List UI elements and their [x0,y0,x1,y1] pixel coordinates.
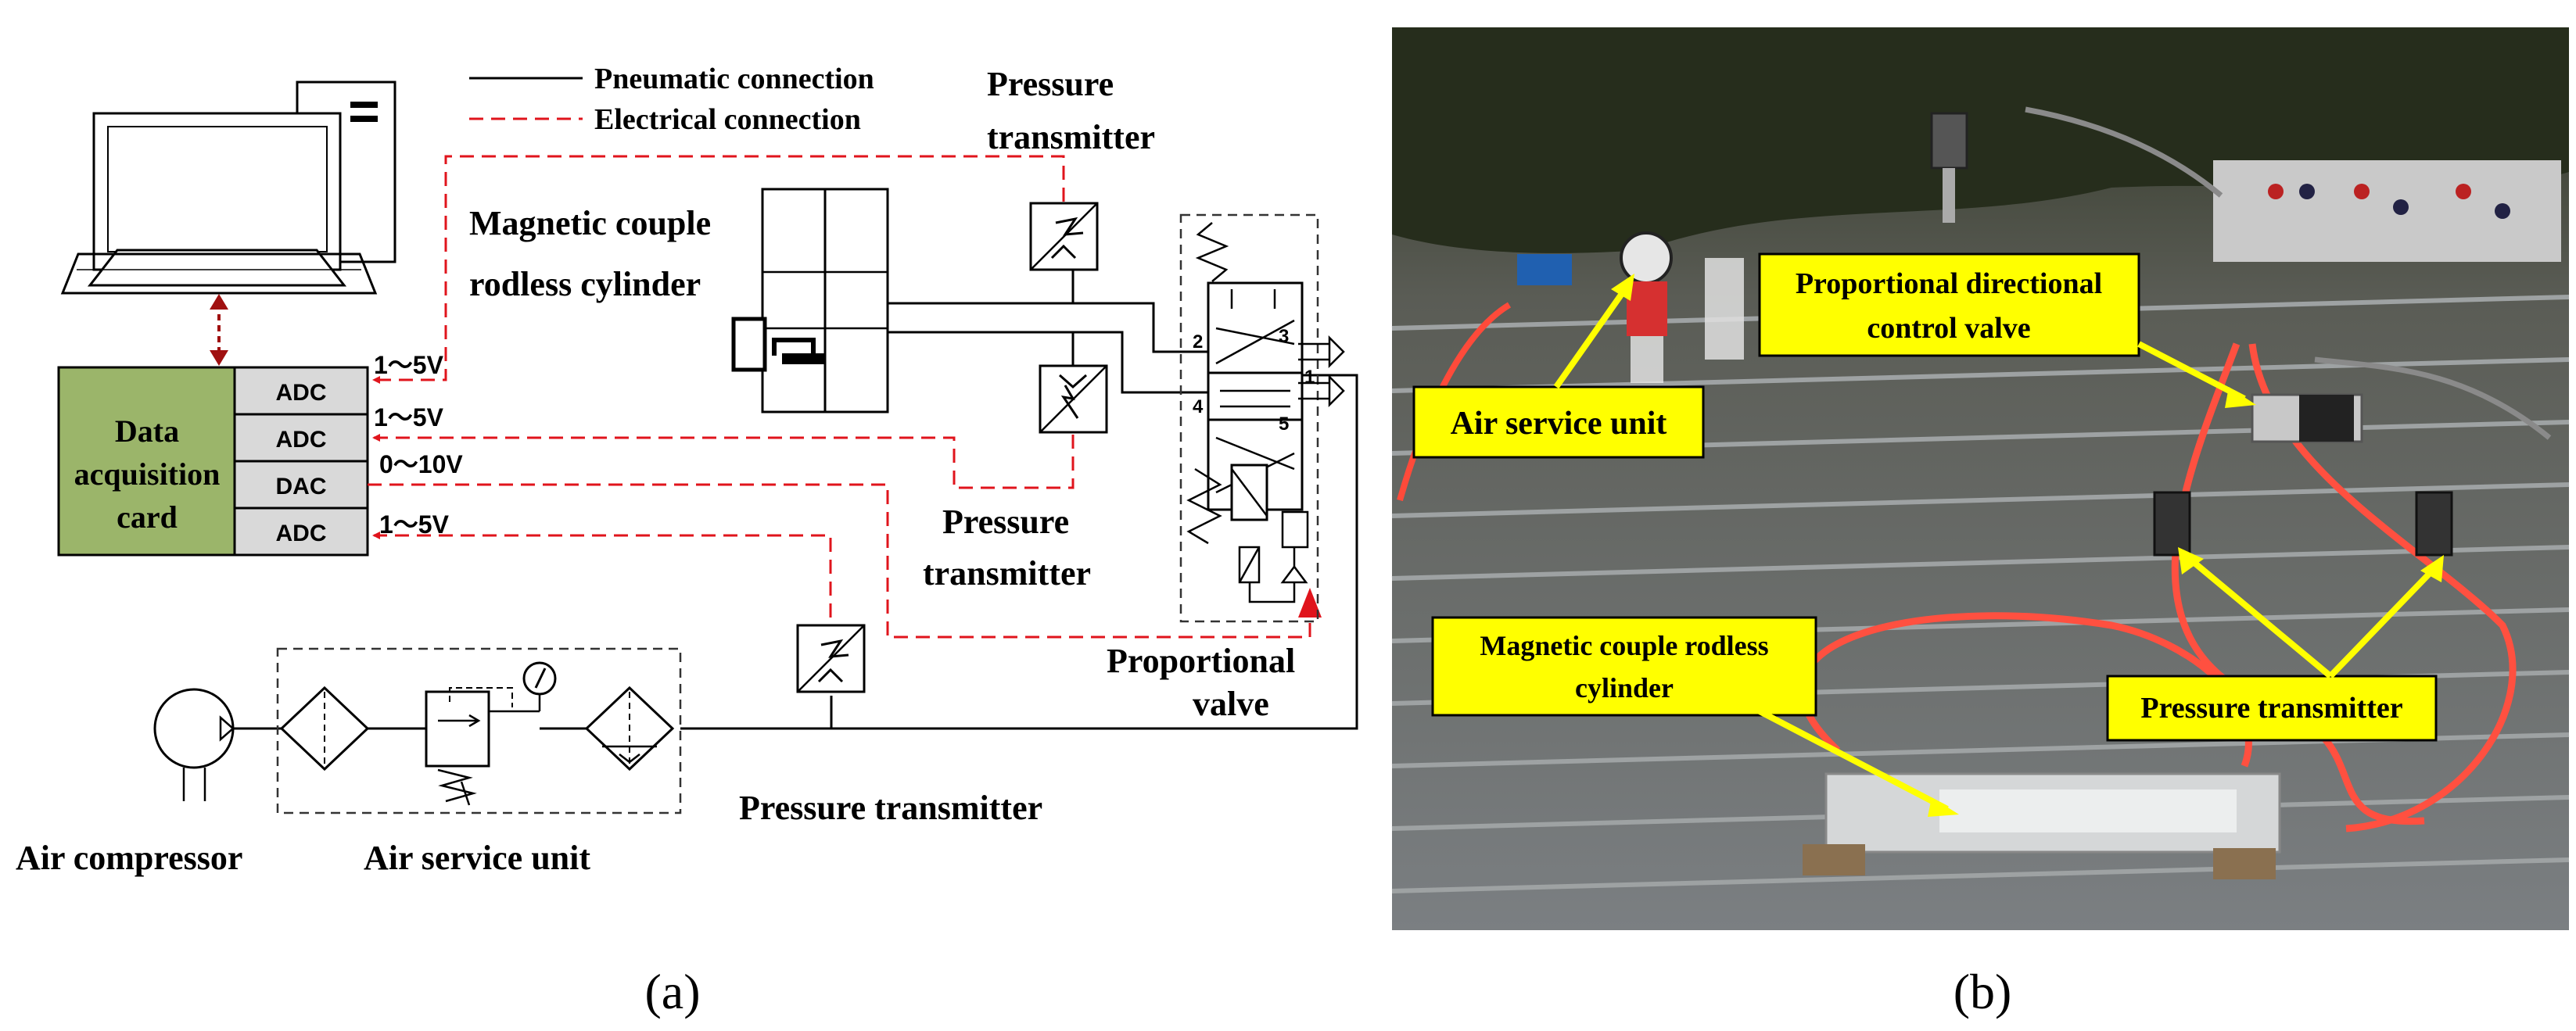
legend-electrical-label: Electrical connection [594,103,861,136]
panel-b: Air service unit Proportional directiona… [1391,27,2570,1019]
channel-box-3 [233,460,369,510]
callout-transmitter-label: Pressure transmitter [2140,692,2402,725]
signal-label-3: 0～10V [379,450,463,478]
elec-line-dac [368,483,1311,639]
compressor-icon [153,688,235,801]
valve-port-3: 3 [1279,326,1289,347]
legend: Pneumatic connection Electrical connecti… [469,63,874,136]
pressure-transmitter-icon [796,624,866,693]
signal-label-1: 1～5V [374,351,444,379]
card-body [57,366,236,557]
elec-line-pt-mid [372,391,1075,489]
callout-valve-label-line2: control valve [1867,312,2030,345]
photo-background [1391,27,2570,930]
pt-mid-label-line2: transmitter [923,554,1091,592]
channel-label-4: ADC [276,521,327,546]
callout-transmitter: Pressure transmitter [2106,547,2444,742]
service-unit-label: Air service unit [364,839,590,877]
pt-bottom-label: Pressure transmitter [739,789,1042,827]
legend-pneumatic-label: Pneumatic connection [594,63,874,95]
callout-cylinder: Magnetic couple rodless cylinder [1431,616,1959,817]
air-service-unit-symbol [276,647,682,814]
channel-label-1: ADC [276,380,327,406]
valve-icon [1179,213,1345,623]
elec-line-pt-top [372,155,1065,384]
valve-label-line2: valve [1193,685,1269,723]
gauge-icon [489,661,557,713]
valve-port-1: 1 [1304,367,1315,388]
compressor-label: Air compressor [16,839,242,877]
channel-box-4 [233,507,369,557]
pt-mid-label-line1: Pressure [942,503,1069,541]
data-acquisition-card: Data acquisition card ADC ADC DAC ADC [57,366,369,557]
cylinder-label-line1: Magnetic couple [469,204,711,242]
pressure-transmitter-icon [1039,364,1108,434]
cylinder-label-line2: rodless cylinder [469,265,701,303]
panel-a-caption: (a) [644,964,700,1019]
valve-signal-arrow [1298,588,1322,618]
valve-port-4: 4 [1193,396,1204,417]
valve-port-5: 5 [1279,413,1289,435]
regulator-icon [425,687,513,806]
pressure-transmitter-icon [1029,202,1099,271]
signal-label-4: 1～5V [379,510,450,539]
computer-card-link [210,294,228,366]
electrical-lines [368,155,1322,639]
callout-cylinder-label-line2: cylinder [1575,672,1674,703]
computer-icon [60,81,396,295]
channel-label-3: DAC [276,474,327,499]
pt-top-label-line1: Pressure [987,65,1114,103]
valve-label-line1: Proportional [1107,642,1295,680]
callout-air-service-label: Air service unit [1451,406,1667,442]
channel-box-2 [233,413,369,463]
pt-top-label-line2: transmitter [987,118,1155,156]
callout-valve-label-line1: Proportional directional [1796,267,2102,300]
callout-valve: Proportional directional control valve [1758,252,2256,408]
card-label-line1: Data [115,413,179,449]
card-label-line3: card [117,499,178,535]
pneumatic-lines [233,270,1358,730]
callout-cylinder-label-line1: Magnetic couple rodless [1480,630,1768,661]
signal-label-2: 1～5V [374,403,444,431]
callout-air-service: Air service unit [1412,274,1705,459]
panel-b-caption: (b) [1954,964,2012,1019]
rodless-cylinder-symbol [731,188,889,413]
panel-a: Pneumatic connection Electrical connecti… [16,63,1358,1019]
elec-line-pt-bottom [372,532,832,618]
lubricator-icon [584,686,675,771]
filter-icon [279,686,370,771]
valve-port-2: 2 [1193,331,1203,353]
card-label-line2: acquisition [74,456,221,492]
channel-label-2: ADC [276,427,327,453]
